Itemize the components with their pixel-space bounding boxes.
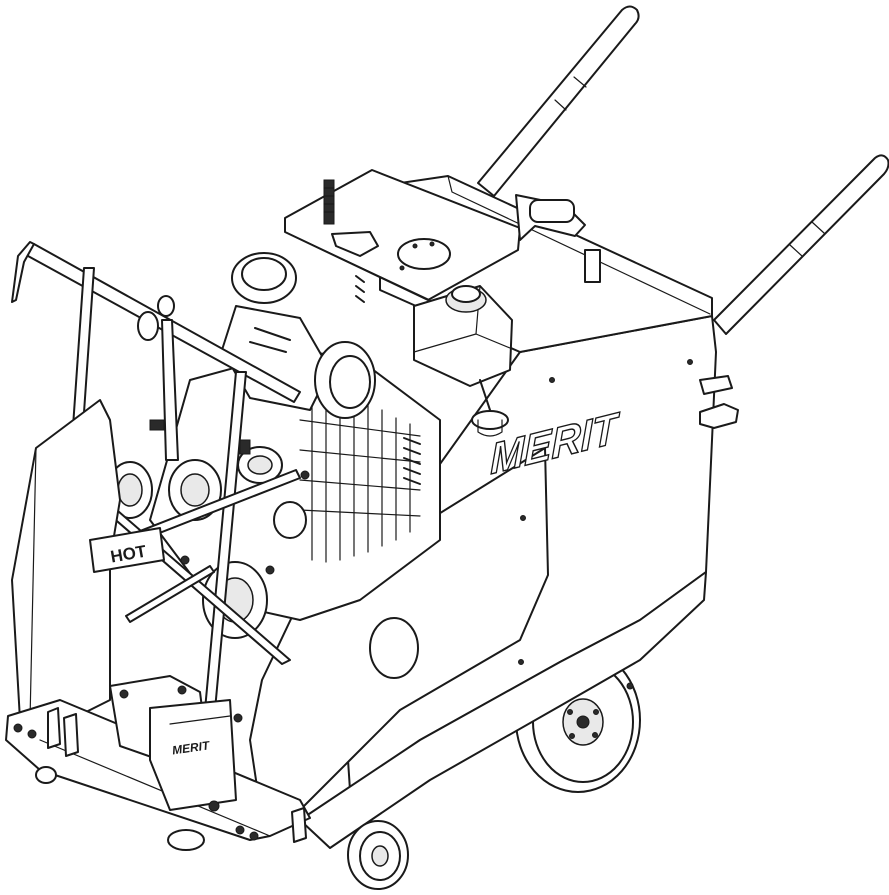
fan-grill — [299, 391, 421, 563]
handlebars — [477, 5, 889, 335]
panel-dial — [397, 238, 451, 270]
throttle-lever-icon — [323, 179, 379, 257]
left-handle-bar — [477, 5, 640, 197]
control-panel — [284, 169, 601, 301]
front-frame: HOT MERIT — [5, 241, 311, 843]
right-handle-bar — [713, 154, 889, 335]
front-wheels — [35, 766, 409, 890]
reservoir-tank — [413, 285, 513, 437]
hot-warning-label: HOT — [89, 527, 165, 573]
side-fittings — [626, 375, 739, 690]
front-plate-assembly: MERIT — [109, 675, 243, 812]
plate-brand-text: MERIT — [171, 738, 212, 757]
spring-icon — [403, 437, 421, 485]
